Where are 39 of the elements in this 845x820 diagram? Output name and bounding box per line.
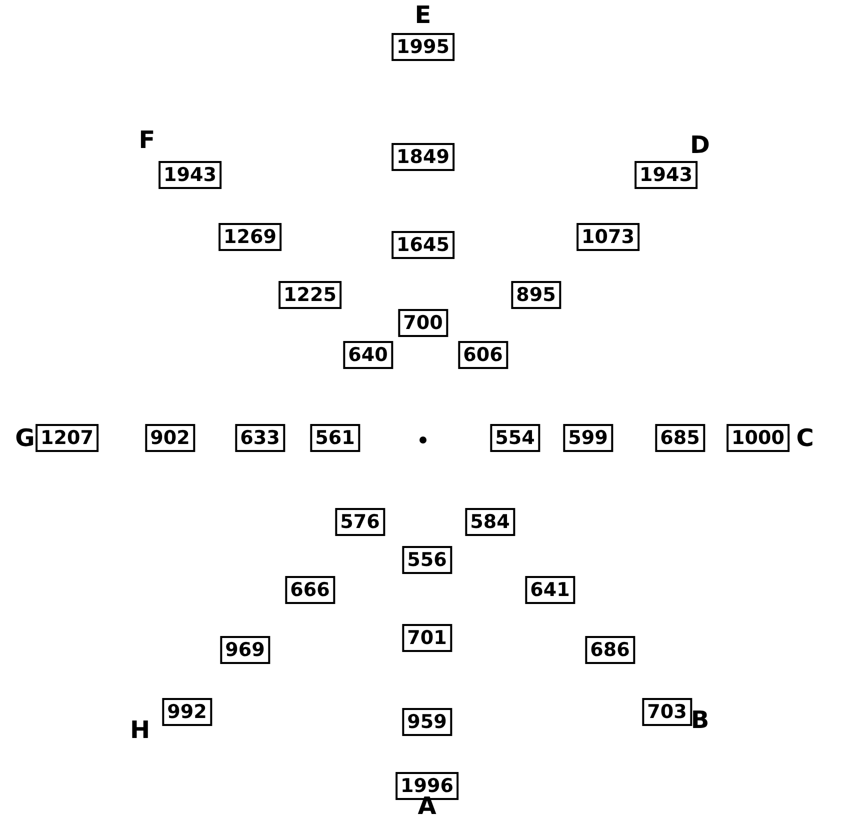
- number-box: 902: [145, 424, 195, 452]
- number-box: 556: [402, 546, 452, 574]
- number-box: 1943: [158, 161, 222, 189]
- number-box: 666: [285, 576, 335, 604]
- direction-letter: D: [690, 132, 710, 158]
- number-box: 703: [642, 698, 692, 726]
- number-box: 1207: [36, 424, 98, 452]
- number-box: 969: [220, 636, 270, 664]
- number-box: 1000: [726, 424, 790, 452]
- direction-letter: C: [796, 425, 814, 451]
- number-box: 1943: [634, 161, 698, 189]
- number-box: 641: [525, 576, 575, 604]
- number-box: 1269: [218, 223, 282, 251]
- direction-letter: E: [414, 2, 432, 28]
- number-box: 1995: [392, 33, 454, 61]
- number-box: 1073: [576, 223, 640, 251]
- number-box: 633: [235, 424, 285, 452]
- number-box: 895: [511, 281, 561, 309]
- number-box: 640: [343, 341, 393, 369]
- number-box: 584: [465, 508, 515, 536]
- number-box: 606: [458, 341, 508, 369]
- number-box: 685: [655, 424, 705, 452]
- number-box: 1645: [392, 231, 454, 259]
- direction-letter: B: [690, 707, 710, 733]
- number-box: 599: [563, 424, 613, 452]
- number-box: 1996: [396, 772, 458, 800]
- number-box: 700: [398, 309, 448, 337]
- number-box: 554: [490, 424, 540, 452]
- number-box: 686: [585, 636, 635, 664]
- number-box: 1849: [392, 143, 454, 171]
- number-box: 1225: [278, 281, 342, 309]
- direction-letter: F: [138, 127, 156, 153]
- number-box: 959: [402, 708, 452, 736]
- number-box: 701: [402, 624, 452, 652]
- direction-letter: H: [130, 717, 150, 743]
- number-box: 561: [310, 424, 360, 452]
- direction-letter: G: [15, 425, 35, 451]
- number-box: 992: [162, 698, 212, 726]
- number-box: 576: [335, 508, 385, 536]
